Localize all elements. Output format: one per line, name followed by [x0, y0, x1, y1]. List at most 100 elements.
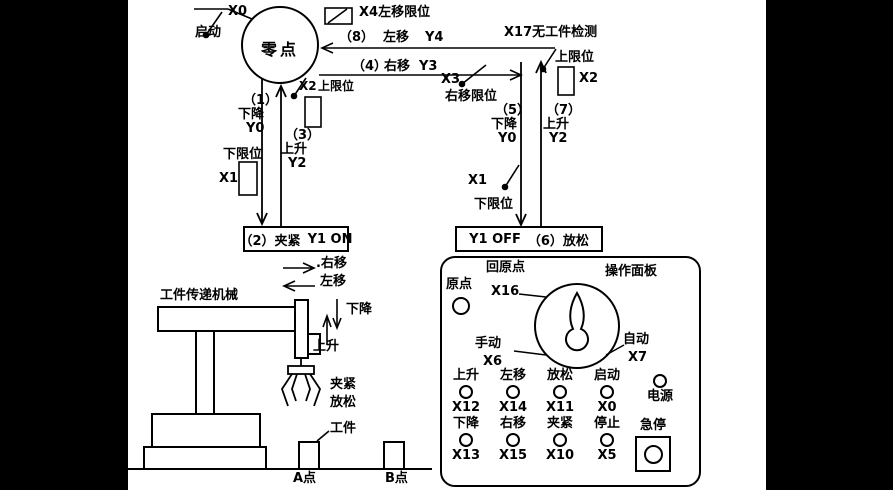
step1-action: 下降: [238, 107, 265, 122]
panel-button-up: 上升 X12: [443, 368, 489, 416]
panel-estop: 急停: [628, 418, 678, 473]
button-id: X10: [545, 448, 575, 464]
machine-arm: [157, 306, 296, 332]
step5-output: Y0: [498, 131, 517, 146]
machine-slide: [294, 299, 309, 359]
machine-slide-block: [307, 333, 321, 355]
x2-right-limit-symbol: [557, 66, 575, 96]
machine-up-label: 上升: [313, 339, 340, 354]
step4-output: Y3: [419, 59, 438, 74]
power-lamp-icon: [653, 374, 667, 388]
machine-motion-arrows: [316, 299, 342, 442]
x1-left-label: X1: [219, 171, 239, 186]
move-left-label: 左移: [320, 274, 347, 289]
return-origin-label: 回原点: [486, 260, 526, 275]
zero-point-label: 零点: [260, 40, 299, 59]
step8-output: Y4: [425, 30, 444, 45]
panel-power-lamp: 电源: [637, 374, 683, 404]
panel-title: 操作面板: [605, 264, 658, 279]
release-button-icon: [553, 385, 567, 400]
button-label: 放松: [546, 368, 573, 383]
right-button-icon: [506, 433, 520, 448]
step7-output: Y2: [549, 131, 568, 146]
machine-title: 工件传递机械: [160, 288, 239, 303]
up-button-icon: [459, 385, 473, 400]
panel-button-stop: 停止 X5: [584, 416, 630, 464]
panel-button-left: 左移 X14: [490, 368, 536, 416]
lower-limit-left-label: 下限位: [223, 147, 263, 162]
button-label: 启动: [593, 368, 620, 383]
left-button-icon: [506, 385, 520, 400]
step4-number: （4）: [352, 59, 388, 74]
left-flow-lines: [256, 79, 287, 227]
panel-button-release: 放松 X11: [537, 368, 583, 416]
x2-right-label: X2: [579, 71, 599, 86]
step6-release-box: Y1 OFF （6）放松: [455, 226, 603, 252]
panel-button-start: 启动 X0: [584, 368, 630, 416]
origin-lamp-label: 原点: [446, 277, 473, 292]
step6-output: Y1 OFF: [469, 231, 521, 247]
x2-left-limit-symbol: [290, 77, 322, 128]
workpiece-label: 工件: [330, 421, 357, 436]
button-label: 上升: [452, 368, 479, 383]
move-right-label: .右移: [316, 256, 347, 271]
step3-output: Y2: [288, 156, 307, 171]
button-label: 夹紧: [546, 416, 573, 431]
machine-base-upper: [151, 413, 261, 448]
x1-right-label: X1: [468, 173, 488, 188]
point-b-label: B点: [385, 471, 408, 486]
step1-number: （1）: [243, 93, 279, 108]
upper-limit-left-label: 上限位: [318, 79, 355, 93]
panel-button-clamp: 夹紧 X10: [537, 416, 583, 464]
step2-clamp-box: （2）夹紧 Y1 ON: [239, 226, 352, 252]
workpiece-a-block: [298, 441, 320, 470]
estop-button-icon: [635, 436, 671, 473]
lower-limit-right-label: 下限位: [474, 197, 514, 212]
x3-switch-symbol: [458, 64, 487, 88]
panel-button-right: 右移 X15: [490, 416, 536, 464]
release-label: 放松: [330, 395, 357, 410]
step5-number: （5）: [495, 103, 531, 118]
step5-action: 下降: [491, 117, 518, 132]
button-id: X0: [597, 400, 617, 416]
gripper-drawing: [281, 358, 321, 407]
right-move-limit-label: 右移限位: [445, 89, 498, 104]
x0-label: X0: [228, 4, 248, 19]
start-button-icon: [600, 385, 614, 400]
step8-action: 左移: [383, 30, 410, 45]
mode-selector-knob: [565, 291, 589, 352]
transfer-machine-drawing: [143, 299, 405, 470]
x4-limit-switch-symbol: [324, 7, 353, 25]
step3-action: 上升: [281, 142, 308, 157]
manual-mode-id: X6: [483, 354, 503, 369]
move-direction-arrows: [282, 262, 316, 292]
x4-left-limit-label: X4左移限位: [359, 5, 431, 20]
button-id: X12: [451, 400, 481, 416]
step3-number: （3）: [285, 128, 321, 143]
step8-number: （8）: [339, 30, 375, 45]
button-id: X13: [451, 448, 481, 464]
point-a-label: A点: [293, 471, 317, 486]
upper-limit-right-label: 上限位: [555, 50, 595, 65]
button-label: 下降: [452, 416, 479, 431]
workpiece-b-block: [383, 441, 405, 470]
x1-left-limit-symbol: [238, 161, 258, 196]
estop-button-circle: [643, 444, 663, 464]
x17-no-workpiece-label: X17无工件检测: [504, 25, 598, 40]
button-label: 停止: [593, 416, 620, 431]
return-origin-id: X16: [491, 284, 520, 299]
start-label: 启动: [195, 25, 222, 40]
auto-mode-id: X7: [628, 350, 648, 365]
x1-right-switch-symbol: [501, 164, 520, 191]
step2-output: Y1 ON: [307, 231, 353, 247]
button-id: X5: [597, 448, 617, 464]
button-id: X14: [498, 400, 528, 416]
button-label: 左移: [499, 368, 526, 383]
start-switch-symbol: [194, 8, 253, 39]
step2-text: （2）夹紧: [239, 233, 301, 249]
stop-button-icon: [600, 433, 614, 448]
estop-label: 急停: [639, 418, 666, 433]
clamp-label: 夹紧: [330, 377, 357, 392]
